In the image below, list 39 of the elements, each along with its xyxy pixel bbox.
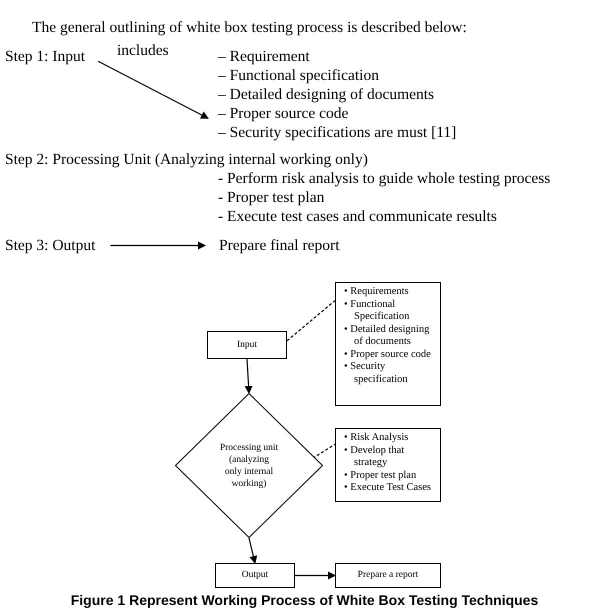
step-label: Prepare final report xyxy=(219,236,340,255)
box-label: Output xyxy=(242,570,268,581)
bullet-item: • Requirements xyxy=(344,286,410,298)
bullet-item: • Functional Specification xyxy=(344,298,410,324)
arrow xyxy=(110,242,206,250)
dashed-connector xyxy=(312,444,336,459)
process-box xyxy=(335,563,441,588)
dashed-connector xyxy=(286,300,336,342)
bullet-item: • Detailed designing of documents xyxy=(344,324,430,348)
list-item: – Proper source code xyxy=(218,104,350,123)
text-line: - Proper test plan xyxy=(218,188,324,207)
bullet-item: • Proper source code xyxy=(344,348,432,361)
diamond-label: Processing unit (analyzing only internal working) xyxy=(219,442,279,490)
step-label: Step 3: Output xyxy=(5,236,96,255)
box-label: Input xyxy=(236,340,258,350)
figure-caption: Figure 1 Represent Working Process of White Box Testing Techniques xyxy=(70,592,540,608)
arrow xyxy=(244,358,253,394)
list-item: – Detailed designing of documents xyxy=(218,85,436,104)
list-item: – Requirement xyxy=(218,47,311,66)
arrow xyxy=(295,572,336,580)
bullet-item: • Execute Test Cases xyxy=(344,482,432,494)
text-line: - Perform risk analysis to guide whole testing process xyxy=(218,169,550,188)
bullet-item: • Proper test plan xyxy=(344,470,418,482)
list-item: – Functional specification xyxy=(218,66,380,85)
arrow xyxy=(248,538,258,564)
bullet-item: • Risk Analysis xyxy=(344,432,410,444)
intro-sentence: The general outlining of white box testing process is described below: xyxy=(32,18,467,37)
bullet-item: • Security specification xyxy=(344,361,409,386)
list-item: – Security specifications are must [11] xyxy=(218,123,456,142)
process-box xyxy=(207,331,287,359)
arrow xyxy=(98,60,209,119)
text-line: Step 2: Processing Unit (Analyzing internal working only) xyxy=(5,150,368,169)
box-label: Prepare a report xyxy=(358,570,418,581)
step-label: Step 1: Input xyxy=(5,47,86,66)
bullet-item: • Develop that strategy xyxy=(344,444,406,470)
note-box xyxy=(335,282,441,406)
text-line: - Execute test cases and communicate results xyxy=(218,207,497,226)
process-box xyxy=(215,563,295,588)
note-box xyxy=(335,428,441,502)
